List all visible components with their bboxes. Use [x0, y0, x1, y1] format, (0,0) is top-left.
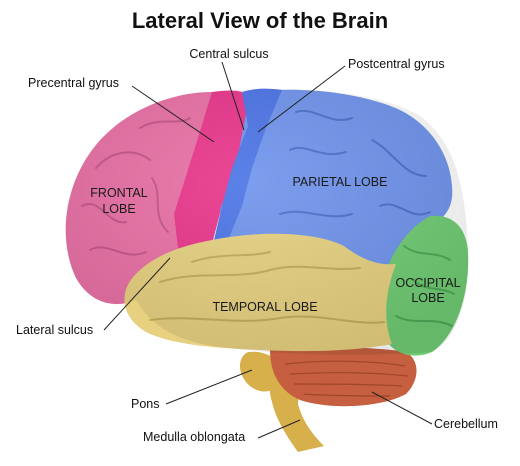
page-title: Lateral View of the Brain [131, 8, 389, 33]
postcentral-gyrus-label: Postcentral gyrus [348, 57, 445, 71]
cerebellum-label: Cerebellum [434, 417, 498, 431]
lateral-sulcus-label: Lateral sulcus [16, 323, 93, 337]
medulla-oblongata-leader [257, 419, 301, 439]
precentral-gyrus-label: Precentral gyrus [28, 76, 119, 90]
parietal-lobe-label: PARIETAL LOBE [293, 175, 388, 189]
lateral-sulcus-leader [103, 257, 171, 331]
cerebellum-folia [284, 360, 409, 397]
medulla-oblongata-region [269, 368, 324, 452]
pons-label: Pons [131, 397, 160, 411]
central-sulcus-leader [221, 61, 245, 131]
occipital-lobe-label: OCCIPITAL [395, 276, 460, 290]
cerebellum-leader [371, 391, 433, 425]
postcentral-gyrus-leader [257, 65, 346, 133]
frontal-lobe-label-line2: LOBE [102, 202, 135, 216]
central-sulcus-label: Central sulcus [189, 47, 268, 61]
pons-leader [165, 369, 253, 405]
precentral-gyrus-leader [131, 85, 215, 143]
frontal-lobe-label: FRONTAL [90, 186, 147, 200]
medulla-oblongata-label: Medulla oblongata [143, 430, 245, 444]
temporal-lobe-label: TEMPORAL LOBE [212, 300, 317, 314]
occipital-lobe-label-line2: LOBE [411, 291, 444, 305]
brain-shading [65, 89, 469, 355]
